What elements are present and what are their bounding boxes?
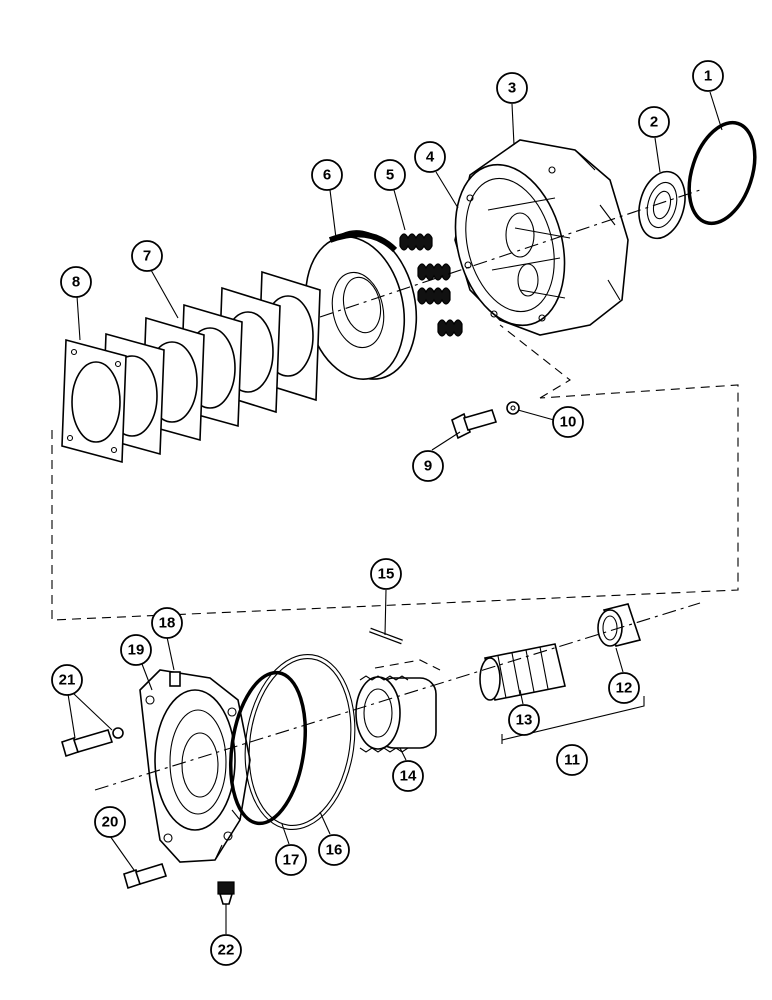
svg-text:8: 8 [72, 274, 80, 291]
callout-14: 14 [392, 760, 424, 792]
svg-text:15: 15 [378, 566, 395, 583]
callout-1: 1 [692, 60, 724, 92]
svg-text:7: 7 [143, 248, 151, 265]
svg-text:5: 5 [386, 167, 394, 184]
group-11-bracket [501, 696, 645, 744]
callout-18: 18 [151, 607, 183, 639]
svg-text:20: 20 [102, 814, 119, 831]
callout-12: 12 [608, 672, 640, 704]
callout-5: 5 [374, 159, 406, 191]
svg-text:12: 12 [616, 680, 633, 697]
svg-text:14: 14 [400, 768, 417, 785]
part-16-gasket [244, 653, 356, 831]
callout-20: 20 [94, 806, 126, 838]
svg-text:19: 19 [128, 642, 145, 659]
callout-17: 17 [275, 844, 307, 876]
part-2-seal [638, 170, 686, 240]
part-8-plate [61, 338, 127, 464]
svg-text:22: 22 [218, 942, 235, 959]
part-3-housing [454, 139, 629, 336]
part-14-gear [355, 675, 437, 753]
svg-text:16: 16 [326, 842, 343, 859]
callout-15: 15 [370, 558, 402, 590]
callout-22: 22 [210, 934, 242, 966]
callout-10: 10 [552, 406, 584, 438]
svg-text:10: 10 [560, 414, 577, 431]
svg-text:11: 11 [564, 752, 580, 769]
callout-8: 8 [60, 266, 92, 298]
callout-19: 19 [120, 634, 152, 666]
callout-3: 3 [496, 72, 528, 104]
part-1-o-ring [687, 120, 757, 226]
callout-21: 21 [51, 664, 83, 696]
part-13-splined-shaft [479, 643, 566, 701]
callout-13: 13 [508, 704, 540, 736]
part-21-bolt [61, 727, 124, 758]
callout-2: 2 [638, 106, 670, 138]
part-19-end-housing [139, 669, 251, 863]
part-4-pins [487, 197, 571, 299]
svg-text:17: 17 [283, 852, 300, 869]
callout-6: 6 [311, 159, 343, 191]
callout-16: 16 [318, 834, 350, 866]
part-6-piston [304, 230, 418, 380]
svg-text:3: 3 [508, 80, 516, 97]
part-7-clutch-plates [101, 270, 321, 456]
part-10-washer [506, 401, 520, 415]
part-22-plug [217, 881, 235, 905]
callout-9: 9 [412, 450, 444, 482]
svg-text:13: 13 [516, 712, 533, 729]
svg-text:4: 4 [426, 149, 435, 166]
part-20-bolt [123, 863, 168, 890]
callout-7: 7 [131, 240, 163, 272]
callout-11: 11 [556, 744, 588, 776]
svg-text:9: 9 [424, 458, 432, 475]
svg-text:2: 2 [650, 114, 658, 131]
callout-4: 4 [414, 141, 446, 173]
part-12-bushing [597, 603, 642, 647]
svg-text:6: 6 [323, 167, 331, 184]
svg-text:18: 18 [159, 615, 176, 632]
part-15-pin [369, 627, 403, 645]
part-18-fitting [169, 671, 181, 687]
svg-text:21: 21 [59, 672, 76, 689]
part-9-bolt [451, 409, 498, 440]
leader-lines [67, 91, 723, 934]
svg-text:1: 1 [704, 68, 712, 85]
